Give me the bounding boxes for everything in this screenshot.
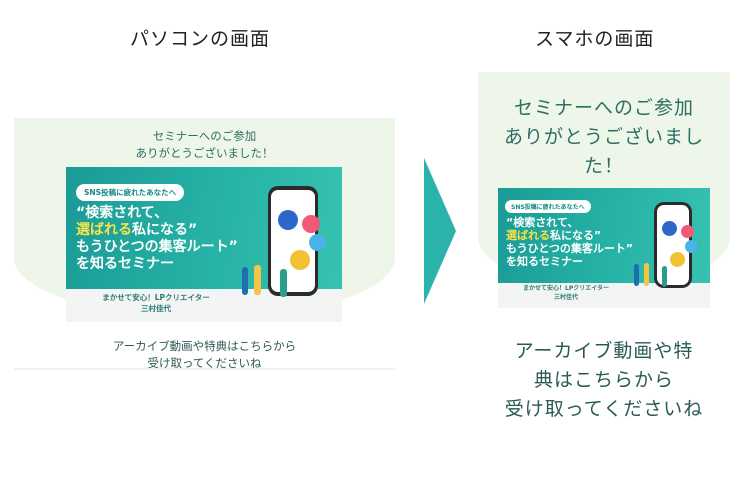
banner-presenter: まかせて安心！LPクリエイター 三村佳代 <box>504 284 628 302</box>
sp-column-title: スマホの画面 <box>535 28 655 50</box>
pc-column-title: パソコンの画面 <box>130 28 271 50</box>
right-arrow-icon <box>424 158 456 304</box>
banner-line-2-rest: 私になる” <box>132 222 198 238</box>
sp-heading-line-1: セミナーへのご参加 <box>513 97 694 119</box>
sp-heading-line-3: た！ <box>583 155 624 177</box>
sp-thanks-heading: セミナーへのご参加 ありがとうございまし た！ <box>478 94 730 181</box>
document-app-icon <box>670 252 685 267</box>
banner-presenter-title: まかせて安心！LPクリエイター <box>523 285 609 292</box>
person-illustration-1 <box>634 264 639 286</box>
banner-highlight-word: 選ばれる <box>76 222 132 238</box>
banner-line-1: “検索されて、 <box>76 205 169 221</box>
sp-seminar-banner[interactable]: SNS投稿に疲れたあなたへ “検索されて、 選ばれる私になる” もうひとつの集客… <box>498 188 710 308</box>
person-illustration-3 <box>280 269 287 297</box>
banner-line-2: 選ばれる私になる” <box>506 229 633 242</box>
banner-presenter-title: まかせて安心！LPクリエイター <box>102 293 210 302</box>
pc-screen-mockup: セミナーへのご参加 ありがとうございました！ SNS投稿に疲れたあなたへ “検索… <box>14 118 395 370</box>
person-illustration-2 <box>254 265 261 295</box>
banner-line-2: 選ばれる私になる” <box>76 222 238 239</box>
banner-pill: SNS投稿に疲れたあなたへ <box>76 184 185 201</box>
smartphone-illustration <box>268 186 318 296</box>
person-illustration-1 <box>242 267 248 295</box>
banner-presenter-name: 三村佳代 <box>553 294 578 301</box>
person-illustration-2 <box>644 263 649 286</box>
sp-footer-line-2: 典はこちらから <box>533 369 674 391</box>
banner-main-copy: “検索されて、 選ばれる私になる” もうひとつの集客ルート” を知るセミナー <box>506 216 633 268</box>
sp-footer-line-3: 受け取ってくださいね <box>504 398 704 420</box>
banner-line-3: もうひとつの集客ルート” <box>506 242 634 255</box>
pc-footer-line-1: アーカイブ動画や特典はこちらから <box>112 339 297 353</box>
banner-pill: SNS投稿に疲れたあなたへ <box>505 200 591 213</box>
banner-highlight-word: 選ばれる <box>506 229 550 242</box>
banner-line-4: を知るセミナー <box>76 256 174 272</box>
pc-footer-line-2: 受け取ってくださいね <box>147 356 262 370</box>
sp-heading-line-2: ありがとうございまし <box>503 126 704 148</box>
pc-bottom-divider <box>14 368 395 370</box>
banner-line-3: もうひとつの集客ルート” <box>76 239 238 255</box>
document-app-icon <box>290 250 310 270</box>
mail-app-icon <box>681 225 694 238</box>
banner-presenter: まかせて安心！LPクリエイター 三村佳代 <box>76 292 236 314</box>
banner-line-2-rest: 私になる” <box>550 229 602 242</box>
cart-app-icon <box>278 210 298 230</box>
pc-thanks-heading: セミナーへのご参加 ありがとうございました！ <box>14 128 395 162</box>
pc-heading-line-1: セミナーへのご参加 <box>152 129 257 143</box>
pc-seminar-banner[interactable]: SNS投稿に疲れたあなたへ “検索されて、 選ばれる私になる” もうひとつの集客… <box>66 167 342 322</box>
sp-screen-mockup: セミナーへのご参加 ありがとうございまし た！ SNS投稿に疲れたあなたへ “検… <box>478 72 730 452</box>
pc-heading-line-2: ありがとうございました！ <box>135 146 274 160</box>
cart-app-icon <box>662 221 677 236</box>
banner-presenter-name: 三村佳代 <box>141 304 171 313</box>
mail-app-icon <box>302 215 320 233</box>
person-illustration-3 <box>662 266 667 287</box>
banner-line-1: “検索されて、 <box>506 216 579 229</box>
qr-app-icon <box>685 240 698 253</box>
sp-archive-message: アーカイブ動画や特 典はこちらから 受け取ってくださいね <box>478 337 730 424</box>
pc-archive-message: アーカイブ動画や特典はこちらから 受け取ってくださいね <box>14 338 395 370</box>
sp-footer-line-1: アーカイブ動画や特 <box>514 340 694 362</box>
banner-line-4: を知るセミナー <box>506 255 583 268</box>
qr-app-icon <box>309 234 326 251</box>
banner-main-copy: “検索されて、 選ばれる私になる” もうひとつの集客ルート” を知るセミナー <box>76 205 238 273</box>
